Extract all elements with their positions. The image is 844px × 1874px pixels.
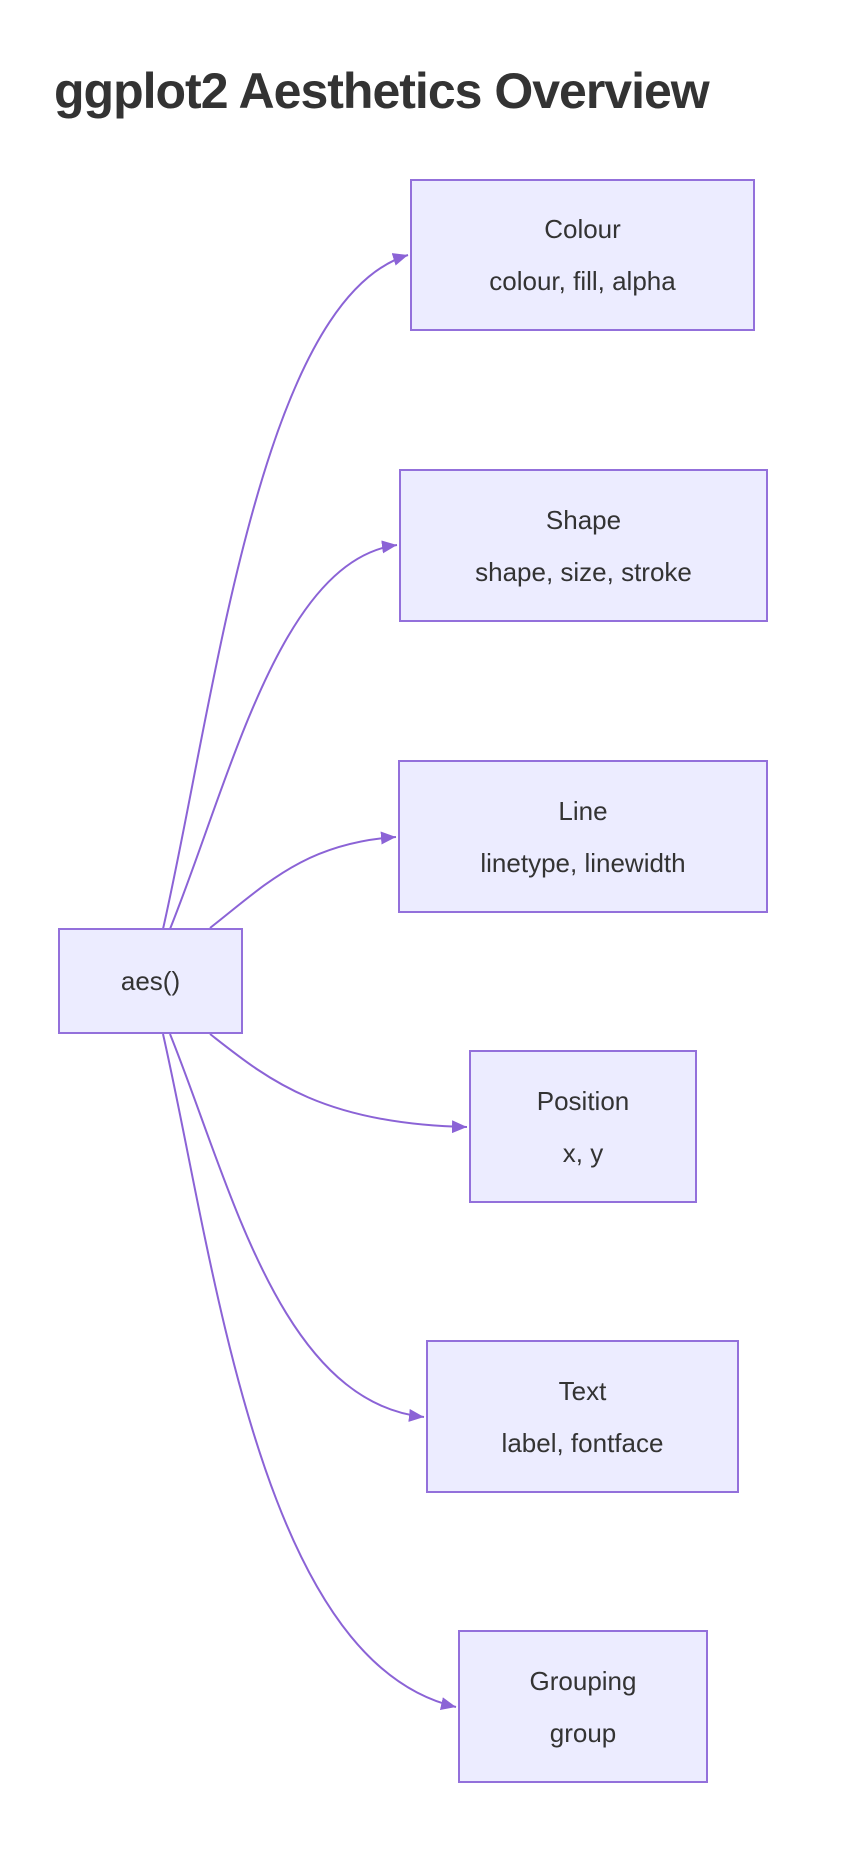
edge-aes-to-text <box>169 1033 425 1422</box>
edge-aes-to-position <box>209 1033 468 1134</box>
node-grouping: Grouping group <box>458 1630 708 1783</box>
node-line-subtitle: linetype, linewidth <box>480 847 686 878</box>
node-line-title: Line <box>558 795 608 826</box>
node-colour-title: Colour <box>544 214 621 244</box>
node-shape: Shape shape, size, stroke <box>399 469 768 622</box>
node-position: Position x, y <box>469 1050 697 1203</box>
diagram-title: ggplot2 Aesthetics Overview <box>54 63 710 119</box>
node-shape-title: Shape <box>545 504 622 535</box>
node-text: Text label, fontface <box>426 1340 739 1493</box>
node-aes-label: aes() <box>120 966 181 996</box>
node-grouping-subtitle: group <box>549 1717 617 1748</box>
edge-aes-to-line <box>209 831 397 929</box>
edge-aes-to-shape <box>169 540 398 930</box>
node-grouping-title: Grouping <box>529 1665 637 1696</box>
edge-aes-to-colour <box>162 253 409 930</box>
node-position-subtitle: x, y <box>562 1137 604 1168</box>
node-text-title: Text <box>558 1375 607 1406</box>
node-line: Line linetype, linewidth <box>398 760 768 913</box>
node-position-title: Position <box>536 1085 630 1116</box>
node-colour-subtitle: colour, fill, alpha <box>489 266 676 296</box>
node-aes: aes() <box>58 928 243 1034</box>
node-shape-subtitle: shape, size, stroke <box>475 556 692 587</box>
node-colour: Colour colour, fill, alpha <box>410 179 755 331</box>
node-text-subtitle: label, fontface <box>501 1427 664 1458</box>
edge-aes-to-grouping <box>162 1033 457 1710</box>
